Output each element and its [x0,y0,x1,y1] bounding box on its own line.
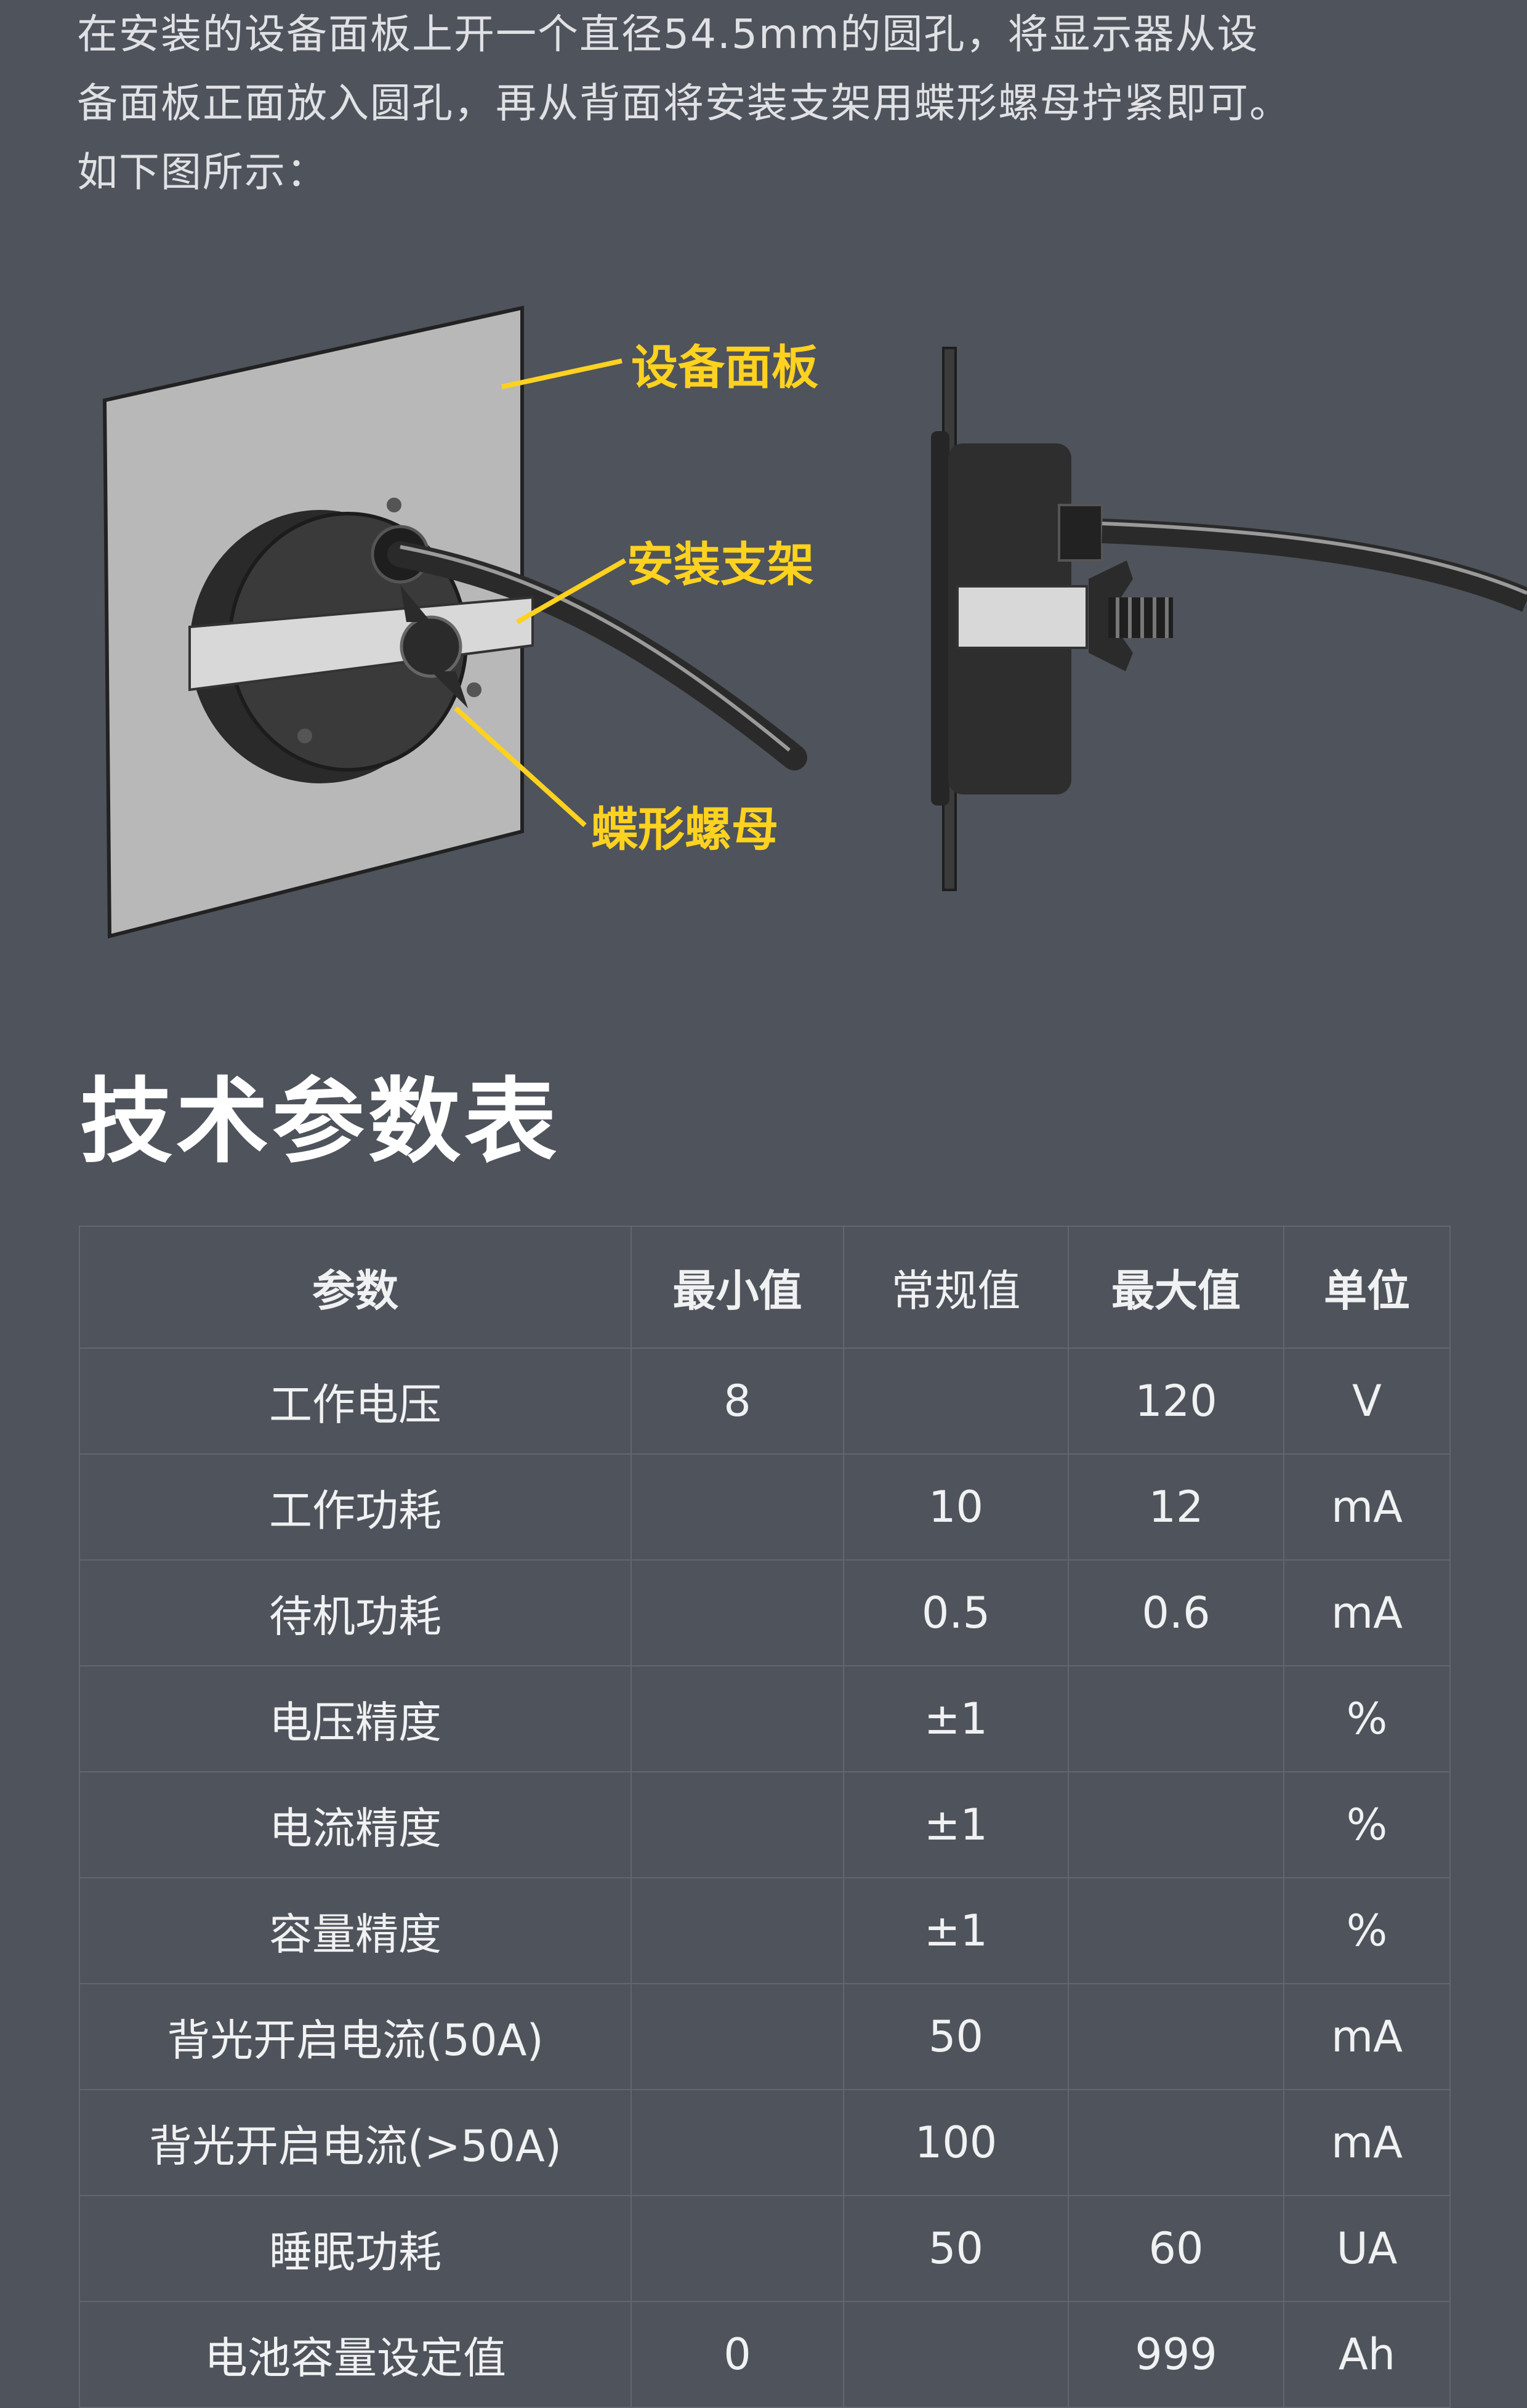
table-cell: V [1283,1347,1451,1455]
table-cell [631,2195,844,2302]
bezel-side [931,431,949,806]
table-cell: 背光开启电流(>50A) [79,2089,632,2196]
table-cell: 100 [843,2089,1069,2196]
screw-hole [297,729,312,743]
table-cell: mA [1283,1559,1451,1667]
column-header: 常规值 [843,1226,1069,1349]
table-cell: mA [1283,1983,1451,2090]
installation-illustration [102,305,1527,939]
leader-line [516,558,626,624]
table-cell [631,1665,844,1772]
table-row: 待机功耗 0.5 0.6 mA [79,1559,1451,1667]
table-cell [631,1877,844,1984]
table-cell [631,1453,844,1561]
callout-mounting-bracket: 安装支架 [627,537,814,592]
table-cell: 50 [843,2195,1069,2302]
table-cell: ±1 [843,1877,1069,1984]
table-cell: 0 [631,2301,844,2408]
column-header: 参数 [79,1226,632,1349]
wing-nut-shape [400,615,462,678]
column-header: 最小值 [631,1226,844,1349]
table-cell: % [1283,1665,1451,1772]
table-cell [1068,1771,1284,1878]
table-cell: 10 [843,1453,1069,1561]
installation-diagram: 设备面板 安装支架 蝶形螺母 [0,289,1527,979]
table-row: 背光开启电流(>50A) 100 mA [79,2089,1451,2196]
table-cell [1068,1665,1284,1772]
table-cell [1068,1983,1284,2090]
table-cell [631,2089,844,2196]
table-row: 电池容量设定值 0 999 Ah [79,2301,1451,2408]
table-cell [843,1347,1069,1455]
table-row: 工作电压 8 120 V [79,1347,1451,1455]
table-cell: mA [1283,1453,1451,1561]
table-cell: 电池容量设定值 [79,2301,632,2408]
table-row: 睡眠功耗 50 60 UA [79,2195,1451,2302]
table-cell [631,1771,844,1878]
table-row: 背光开启电流(50A) 50 mA [79,1983,1451,2090]
wing-nut-wing [400,585,431,622]
table-cell: 待机功耗 [79,1559,632,1667]
table-cell: 8 [631,1347,844,1455]
table-cell: 背光开启电流(50A) [79,1983,632,2090]
table-cell: 50 [843,1983,1069,2090]
leader-line [454,706,587,827]
cable [387,541,807,770]
spec-table-title: 技术参数表 [80,1069,561,1176]
table-cell: 睡眠功耗 [79,2195,632,2302]
table-cell: UA [1283,2195,1451,2302]
table-cell: 电流精度 [79,1771,632,1878]
screw-hole [387,498,401,512]
intro-line: 备面板正面放入圆孔，再从背面将安装支架用蝶形螺母拧紧即可。 [77,79,1291,127]
table-cell: 12 [1068,1453,1284,1561]
table-cell: ±1 [843,1665,1069,1772]
table-cell [631,1983,844,2090]
callout-wing-nut: 蝶形螺母 [591,802,778,857]
table-cell [1068,2089,1284,2196]
table-row: 电流精度 ±1 % [79,1771,1451,1878]
gland-side [1058,504,1103,562]
cable-side [1102,519,1527,612]
table-cell: 60 [1068,2195,1284,2302]
table-cell [631,1559,844,1667]
wing-nut-wing [431,671,468,708]
table-cell: 电压精度 [79,1665,632,1772]
leader-line [501,358,622,389]
table-cell: % [1283,1771,1451,1878]
intro-line: 如下图所示： [77,148,328,196]
bracket-side [956,585,1088,649]
table-row: 电压精度 ±1 % [79,1665,1451,1772]
table-cell: mA [1283,2089,1451,2196]
callout-equipment-panel: 设备面板 [631,340,818,395]
wing-nut-side [1089,560,1133,671]
table-row: 工作功耗 10 12 mA [79,1453,1451,1561]
table-cell: 容量精度 [79,1877,632,1984]
column-header: 单位 [1283,1226,1451,1349]
table-cell: 工作电压 [79,1347,632,1455]
table-cell: 0.6 [1068,1559,1284,1667]
spec-table: 参数 最小值 常规值 最大值 单位 工作电压 8 120 V 工作功耗 10 1… [79,1226,1451,2408]
table-cell: Ah [1283,2301,1451,2408]
table-cell [843,2301,1069,2408]
table-cell: 120 [1068,1347,1284,1455]
column-header: 最大值 [1068,1226,1284,1349]
cable-highlight [400,545,791,752]
table-row: 容量精度 ±1 % [79,1877,1451,1984]
table-cell: 999 [1068,2301,1284,2408]
intro-text: 在安装的设备面板上开一个直径54.5mm的圆孔，将显示器从设 备面板正面放入圆孔… [77,0,1432,207]
table-cell: 工作功耗 [79,1453,632,1561]
screw-hole [467,682,481,697]
intro-line: 在安装的设备面板上开一个直径54.5mm的圆孔，将显示器从设 [77,10,1259,58]
table-header-row: 参数 最小值 常规值 最大值 单位 [79,1226,1451,1349]
table-cell [1068,1877,1284,1984]
table-cell: 0.5 [843,1559,1069,1667]
table-cell: % [1283,1877,1451,1984]
table-cell: ±1 [843,1771,1069,1878]
cable-side-highlight [1102,522,1527,595]
